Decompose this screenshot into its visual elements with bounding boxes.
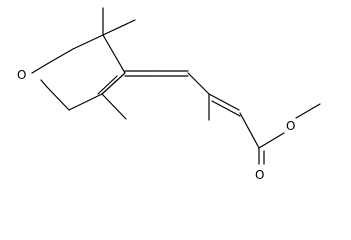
bond-alkene-double-inner — [211, 100, 241, 117]
cyclohexenone-ring — [46, 34, 126, 111]
bond-ring-carbonyl-single — [40, 79, 48, 88]
ester-carbonyl-oxygen-label: O — [255, 168, 264, 182]
bond-alkene-double-outer — [208, 93, 240, 111]
bond-ring-c5-c5-double — [97, 75, 118, 95]
bond-alkene-to-carbonyl — [239, 112, 260, 149]
bond-ring-c6-c1 — [46, 86, 70, 111]
bond-ring-c5-c6 — [68, 93, 103, 111]
ester-ether-oxygen-label: O — [286, 119, 295, 133]
conjugated-alkene — [208, 93, 260, 149]
methyl-ester: O O — [255, 103, 321, 182]
structure-canvas: O O O — [17, 7, 321, 182]
bond-ester-o-methyl — [295, 103, 321, 119]
bond-ring-c2-c3 — [72, 34, 104, 50]
ring-carbonyl: O — [17, 63, 48, 88]
gem-dimethyl — [102, 7, 136, 36]
allene-chain — [124, 70, 210, 95]
bond-methyl-right — [102, 19, 136, 36]
ring-oxygen-label: O — [17, 68, 26, 82]
bond-ring-c3-c4 — [102, 34, 126, 74]
bond-ester-c-o — [258, 132, 285, 149]
bond-allene-to-chain — [187, 72, 210, 95]
bond-ring-carbonyl-double — [31, 63, 48, 74]
skeletal-formula: O O O — [17, 7, 321, 182]
bond-ring-c4-c5 — [101, 72, 126, 95]
bond-ring-c1-c2 — [46, 48, 74, 65]
bond-ring-methyl — [101, 93, 127, 120]
